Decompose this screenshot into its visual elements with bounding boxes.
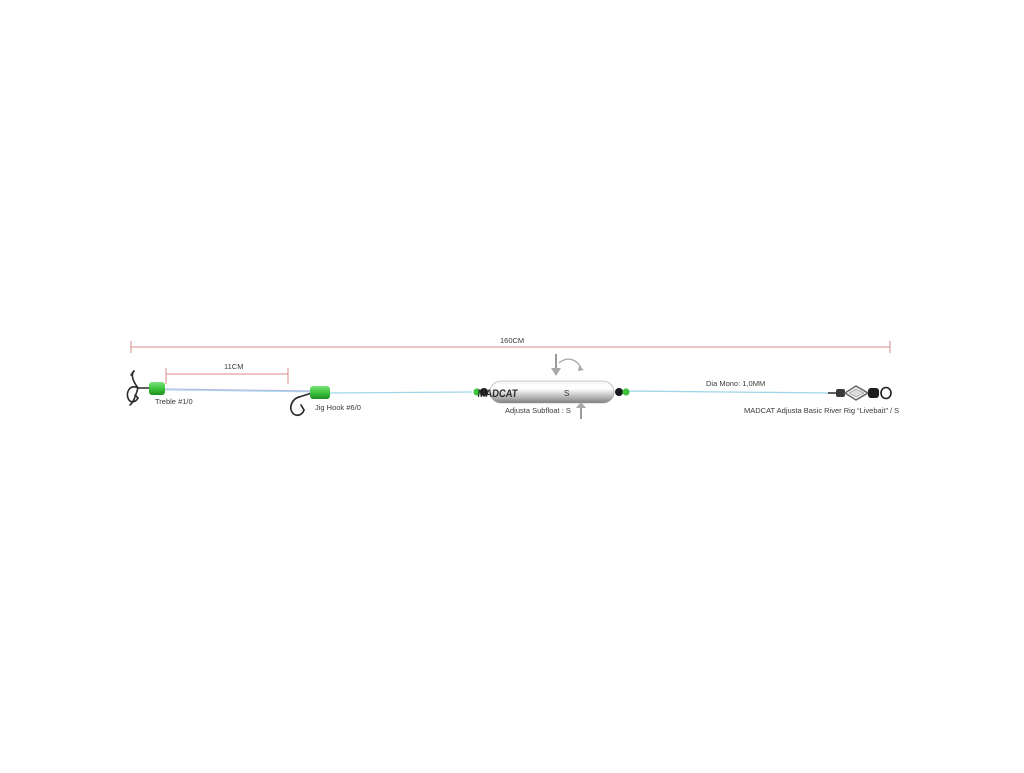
rig-name-label: MADCAT Adjusta Basic River Rig “Livebait…	[744, 406, 900, 415]
treble-hook-label: Treble #1/0	[155, 397, 193, 406]
treble-sleeve	[149, 382, 165, 395]
jig-hook-label: Jig Hook #6/0	[315, 403, 361, 412]
hook-spacing-label: 11CM	[224, 362, 244, 371]
subfloat-label: Adjusta Subfloat : S	[505, 406, 571, 415]
treble-hook-icon	[126, 370, 153, 406]
jig-hook-icon	[289, 392, 313, 416]
bead-black-right	[615, 388, 623, 396]
hook-link-line	[163, 388, 313, 392]
total-length-dimension	[130, 341, 891, 353]
jig-sleeve	[310, 386, 330, 399]
mono-label: Dia Mono: 1,0MM	[706, 379, 766, 388]
bead-black-left	[480, 388, 488, 396]
float-bottom-peg-icon	[576, 402, 586, 419]
bead-green-left	[473, 388, 481, 396]
bead-green-right	[622, 388, 630, 396]
float-adjust-weight-icon	[551, 354, 584, 376]
main-line-left	[329, 391, 473, 394]
subfloat-brand: MADCAT	[477, 388, 518, 400]
subfloat-icon: MADCAT S	[477, 380, 615, 404]
main-line-right	[626, 390, 831, 394]
hook-spacing-dimension	[165, 368, 289, 384]
total-length-label: 160CM	[500, 336, 525, 345]
swivel-icon	[828, 385, 892, 401]
subfloat-size-mark: S	[564, 389, 569, 398]
